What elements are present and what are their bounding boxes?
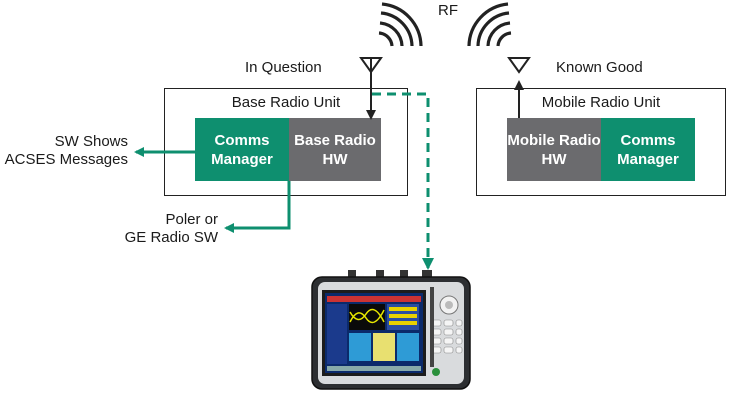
sw-shows-label: SW Shows ACSES Messages	[0, 133, 128, 169]
base-radio-hw-label: Base Radio HW	[294, 131, 376, 168]
base-radio-unit-title: Base Radio Unit	[231, 94, 341, 111]
antenna-right-icon	[507, 57, 531, 118]
rf-label: RF	[438, 2, 458, 19]
comms-manager-left-label: Comms Manager	[211, 131, 273, 168]
antenna-left-icon	[359, 57, 383, 120]
poler-line2: GE Radio SW	[124, 229, 218, 246]
comms-manager-right-label: Comms Manager	[617, 131, 679, 168]
rf-waves-left-icon	[378, 2, 423, 47]
in-question-label: In Question	[245, 59, 322, 76]
comms-manager-left-block: Comms Manager	[195, 118, 289, 181]
base-radio-hw-block: Base Radio HW	[289, 118, 381, 181]
spectrum-analyzer-device	[311, 270, 471, 390]
arrow-to-poler	[224, 181, 291, 233]
comms-manager-right-block: Comms Manager	[601, 118, 695, 181]
sw-shows-line1: SW Shows	[54, 133, 128, 150]
known-good-label: Known Good	[556, 59, 643, 76]
sw-shows-line2: ACSES Messages	[4, 151, 128, 168]
rf-waves-right-icon	[467, 2, 512, 47]
poler-line1: Poler or	[165, 211, 218, 228]
mobile-radio-hw-label: Mobile Radio HW	[507, 131, 601, 168]
poler-label: Poler or GE Radio SW	[80, 211, 218, 247]
dashed-rf-path	[372, 92, 434, 270]
mobile-radio-unit-title: Mobile Radio Unit	[541, 94, 661, 111]
mobile-radio-hw-block: Mobile Radio HW	[507, 118, 601, 181]
